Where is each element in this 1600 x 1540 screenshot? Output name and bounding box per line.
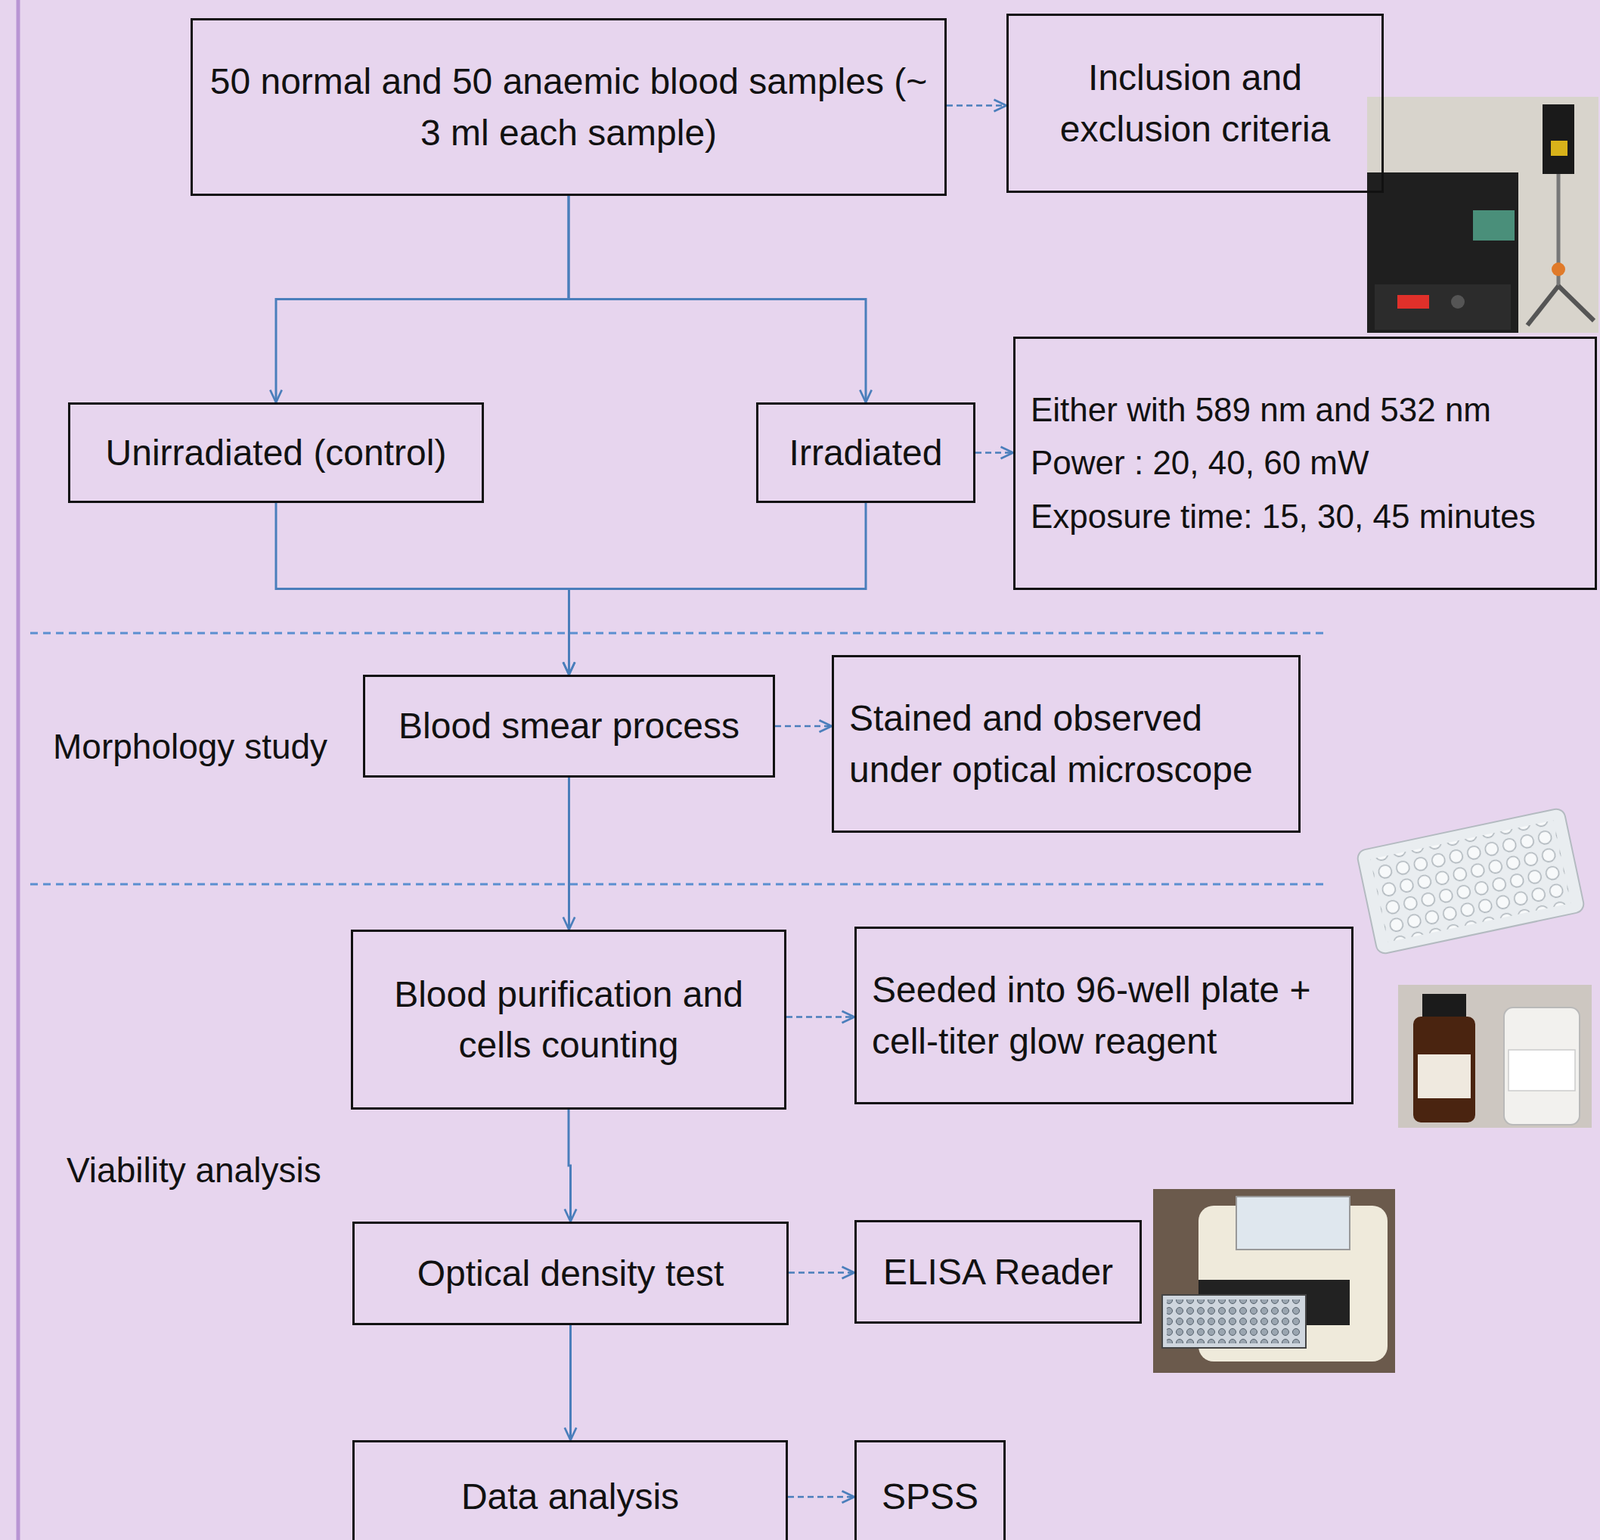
box-text: Either with 589 nm and 532 nm <box>1030 383 1580 437</box>
dashed-arrow <box>946 104 1007 107</box>
bottle-label <box>1508 1049 1576 1091</box>
plate-wells <box>1166 1299 1302 1343</box>
process-box: Optical density test <box>352 1221 789 1325</box>
device-case <box>1367 172 1519 333</box>
photo-ground <box>1153 1188 1396 1373</box>
bottle-label <box>1417 1054 1471 1098</box>
flow-arrow <box>567 777 571 930</box>
sample-vial <box>1551 262 1566 276</box>
flow-arrow <box>275 195 569 403</box>
dashed-arrow <box>775 725 832 728</box>
bottle-cap <box>1422 993 1467 1020</box>
box-text: Optical density test <box>369 1247 772 1299</box>
elisa-reader-photo <box>1153 1188 1396 1373</box>
flow-arrow <box>569 502 867 675</box>
box-text: 50 normal and 50 anaemic blood samples (… <box>207 55 930 158</box>
plate-on-tray <box>1162 1294 1306 1348</box>
photo-ground <box>1398 984 1592 1128</box>
led-display <box>1397 294 1430 309</box>
box-text: SPSS <box>871 1470 989 1522</box>
dashed-arrow <box>786 1015 855 1018</box>
flow-arrow <box>569 1324 572 1440</box>
process-box: Either with 589 nm and 532 nmPower : 20,… <box>1013 336 1597 590</box>
process-box: Seeded into 96-well plate + cell-titer g… <box>854 926 1354 1104</box>
process-box: Inclusion and exclusion criteria <box>1006 13 1384 193</box>
box-text: Blood purification and cells counting <box>368 968 769 1070</box>
dashed-arrow <box>787 1495 855 1498</box>
box-text: Inclusion and exclusion criteria <box>1023 52 1367 154</box>
process-box: Blood smear process <box>362 674 776 778</box>
process-box: SPSS <box>854 1439 1006 1540</box>
process-box: Unirradiated (control) <box>68 402 484 503</box>
process-box: Stained and observed under optical micro… <box>831 654 1301 833</box>
box-text: Unirradiated (control) <box>85 427 467 478</box>
dashed-arrow <box>975 451 1014 454</box>
dashed-arrow <box>788 1271 855 1274</box>
process-box: Blood purification and cells counting <box>350 929 787 1110</box>
reader-screen <box>1236 1196 1350 1250</box>
section-separator <box>30 883 1327 886</box>
well-plate-photo <box>1356 806 1586 955</box>
plate-wells <box>1370 819 1572 942</box>
knob <box>1451 294 1465 309</box>
photo-ground <box>1367 96 1599 333</box>
tripod-leg <box>1527 285 1559 326</box>
process-box: Irradiated <box>756 402 976 503</box>
plate-body <box>1356 806 1586 955</box>
box-text: Power : 20, 40, 60 mW <box>1030 436 1580 490</box>
process-box: Data analysis <box>352 1439 788 1540</box>
box-text: Data analysis <box>369 1470 771 1522</box>
section-label: Morphology study <box>52 724 379 770</box>
page-border <box>16 0 21 1540</box>
process-box: ELISA Reader <box>854 1219 1142 1324</box>
laser-label <box>1550 140 1568 156</box>
laser-head <box>1542 104 1575 174</box>
flow-arrow <box>275 502 570 675</box>
process-box: 50 normal and 50 anaemic blood samples (… <box>190 18 947 196</box>
white-bottle <box>1503 1007 1580 1125</box>
box-text: Seeded into 96-well plate + cell-titer g… <box>871 964 1337 1066</box>
green-part <box>1472 210 1515 241</box>
box-text: Blood smear process <box>380 700 758 751</box>
tripod-leg <box>1558 285 1594 321</box>
box-text: Irradiated <box>773 427 959 478</box>
box-text: Exposure time: 15, 30, 45 minutes <box>1030 489 1580 543</box>
flow-arrow <box>568 195 866 403</box>
device-panel <box>1374 284 1511 330</box>
brown-bottle <box>1413 1016 1476 1123</box>
flow-arrow <box>568 1109 571 1222</box>
box-text: ELISA Reader <box>871 1246 1125 1297</box>
reagent-bottles-photo <box>1398 984 1592 1128</box>
box-text: Stained and observed under optical micro… <box>849 692 1284 794</box>
section-separator <box>30 632 1327 635</box>
section-label: Viability analysis <box>66 1147 392 1194</box>
laser-setup-photo <box>1367 96 1599 333</box>
